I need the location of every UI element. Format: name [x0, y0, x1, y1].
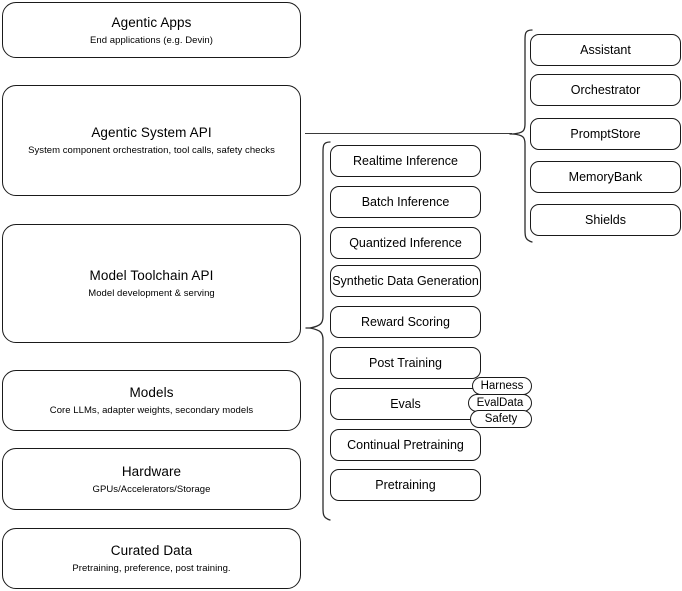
system-label: MemoryBank — [568, 169, 643, 184]
layer-box-curated-data[interactable]: Curated Data Pretraining, preference, po… — [2, 528, 301, 589]
toolchain-box-evals[interactable]: Evals — [330, 388, 481, 420]
layer-title: Model Toolchain API — [89, 268, 214, 283]
evals-badge-label: Safety — [484, 412, 518, 425]
toolchain-label: Continual Pretraining — [347, 437, 464, 452]
toolchain-box-synthetic-data-generation[interactable]: Synthetic Data Generation — [330, 265, 481, 297]
layer-box-agentic-system-api[interactable]: Agentic System API System component orch… — [2, 85, 301, 196]
layer-title: Agentic Apps — [111, 14, 192, 30]
layer-box-models[interactable]: Models Core LLMs, adapter weights, secon… — [2, 370, 301, 431]
system-box-orchestrator[interactable]: Orchestrator — [530, 74, 681, 106]
system-label: PromptStore — [570, 126, 641, 141]
toolchain-box-continual-pretraining[interactable]: Continual Pretraining — [330, 429, 481, 461]
evals-badge-label: EvalData — [476, 396, 524, 409]
toolchain-box-batch-inference[interactable]: Batch Inference — [330, 186, 481, 218]
layer-box-model-toolchain-api[interactable]: Model Toolchain API Model development & … — [2, 224, 301, 343]
layer-title: Models — [129, 385, 174, 400]
system-label: Orchestrator — [570, 82, 641, 97]
layer-subtitle: System component orchestration, tool cal… — [28, 145, 275, 156]
layer-subtitle: Model development & serving — [88, 288, 215, 299]
layer-box-hardware[interactable]: Hardware GPUs/Accelerators/Storage — [2, 448, 301, 510]
toolchain-box-post-training[interactable]: Post Training — [330, 347, 481, 379]
toolchain-box-reward-scoring[interactable]: Reward Scoring — [330, 306, 481, 338]
toolchain-label: Realtime Inference — [353, 153, 458, 168]
toolchain-box-quantized-inference[interactable]: Quantized Inference — [330, 227, 481, 259]
toolchain-box-realtime-inference[interactable]: Realtime Inference — [330, 145, 481, 177]
brace-toolchain-components — [305, 141, 331, 521]
layer-box-agentic-apps[interactable]: Agentic Apps End applications (e.g. Devi… — [2, 2, 301, 58]
toolchain-label: Evals — [390, 396, 421, 411]
toolchain-label: Quantized Inference — [349, 235, 462, 250]
system-box-memorybank[interactable]: MemoryBank — [530, 161, 681, 193]
toolchain-box-pretraining[interactable]: Pretraining — [330, 469, 481, 501]
toolchain-label: Post Training — [369, 355, 442, 370]
layer-subtitle: End applications (e.g. Devin) — [90, 34, 213, 46]
toolchain-label: Pretraining — [375, 477, 436, 492]
toolchain-label: Batch Inference — [361, 194, 450, 209]
brace-system-components — [509, 29, 533, 243]
layer-title: Hardware — [121, 463, 182, 479]
system-label: Shields — [585, 212, 626, 227]
layer-title: Curated Data — [110, 543, 193, 558]
evals-badge-harness[interactable]: Harness — [472, 377, 532, 395]
toolchain-label: Synthetic Data Generation — [332, 273, 479, 288]
toolchain-label: Reward Scoring — [361, 314, 450, 329]
system-box-shields[interactable]: Shields — [530, 204, 681, 236]
layer-subtitle: Core LLMs, adapter weights, secondary mo… — [49, 405, 254, 416]
layer-title: Agentic System API — [91, 125, 212, 140]
evals-badge-label: Harness — [480, 379, 524, 392]
system-label: Assistant — [580, 42, 631, 57]
layer-subtitle: Pretraining, preference, post training. — [72, 563, 231, 574]
connector-line-system-api-to-components — [305, 133, 512, 134]
evals-badge-safety[interactable]: Safety — [470, 410, 532, 428]
system-box-promptstore[interactable]: PromptStore — [530, 118, 681, 150]
layer-subtitle: GPUs/Accelerators/Storage — [92, 483, 211, 495]
system-box-assistant[interactable]: Assistant — [530, 34, 681, 66]
